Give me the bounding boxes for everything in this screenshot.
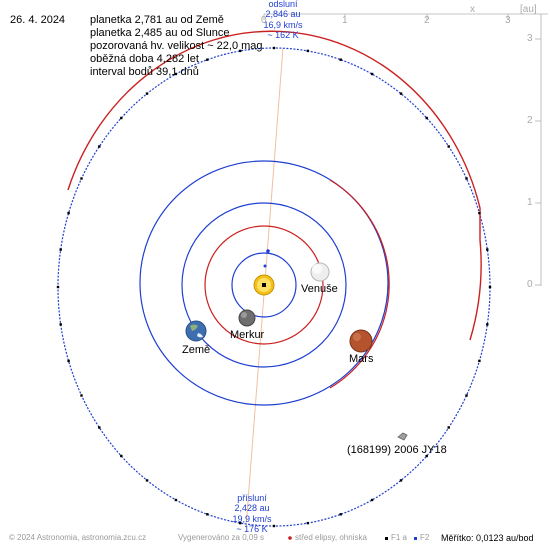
asteroid-position-dot xyxy=(488,285,492,289)
x-axis-label: x xyxy=(470,4,475,15)
asteroid-position-dot xyxy=(174,498,178,502)
legend-f2-label: F2 xyxy=(420,533,430,542)
mercury-label: Merkur xyxy=(230,329,265,341)
asteroid-position-dot xyxy=(80,177,83,180)
info-line-sun-distance: planetka 2,485 au od Slunce xyxy=(90,27,230,39)
asteroid-position-dot xyxy=(425,116,428,120)
asteroid-position-dot xyxy=(120,116,123,120)
x-tick-3: 3 xyxy=(505,15,511,26)
venus-label: Venuše xyxy=(301,283,338,295)
footer-copyright: © 2024 Astronomia, astronomia.zcu.cz xyxy=(9,533,147,542)
x-tick-0: 0 xyxy=(261,15,267,26)
asteroid-position-dot xyxy=(306,49,309,53)
venus-planet xyxy=(310,262,330,282)
venus-orbit xyxy=(204,225,324,345)
perihelion-temperature: ~ 176 K xyxy=(236,524,268,534)
axes xyxy=(263,13,548,286)
asteroid-position-dot xyxy=(80,394,83,397)
info-line-period: oběžná doba 4,282 let xyxy=(90,53,199,65)
asteroid-position-dot xyxy=(478,359,481,363)
info-line-earth-distance: planetka 2,781 au od Země xyxy=(90,14,224,26)
aphelion-distance: 2,846 au xyxy=(265,9,301,19)
asteroid-position-dot xyxy=(59,323,62,326)
mercury-planet xyxy=(238,309,256,327)
asteroid-position-dot xyxy=(145,92,149,95)
asteroid-position-dot xyxy=(465,394,468,397)
asteroid-position-dot xyxy=(447,426,450,429)
asteroid-position-dot xyxy=(206,58,209,61)
asteroid-position-dot xyxy=(59,248,62,251)
asteroid-position-dot xyxy=(145,479,149,482)
y-tick-0: 0 xyxy=(527,279,533,290)
mars-orbit xyxy=(139,160,389,406)
mars-label: Mars xyxy=(349,353,374,365)
legend-f2-dot xyxy=(414,537,417,540)
asteroid-position-dot xyxy=(239,521,242,525)
asteroid-orbit-above xyxy=(67,30,482,341)
focus-f2-mark xyxy=(263,264,267,268)
asteroid-position-dot xyxy=(272,524,276,528)
asteroid-position-dot xyxy=(98,145,101,148)
perihelion-title: přísluní xyxy=(237,493,267,503)
asteroid-position-dot xyxy=(425,454,428,458)
asteroid-position-dot xyxy=(174,72,178,76)
date-label: 26. 4. 2024 xyxy=(10,14,66,26)
asteroid-position-dot xyxy=(486,248,489,251)
y-tick-2: 2 xyxy=(527,115,533,126)
mars-orbit-above-ecliptic xyxy=(329,179,390,389)
asteroid-position-dot xyxy=(56,285,60,289)
asteroid-position-dot xyxy=(206,513,209,516)
perihelion-speed: 19,9 km/s xyxy=(232,514,272,524)
asteroid-position-dot xyxy=(120,454,123,458)
earth-orbit xyxy=(181,202,347,368)
asteroid-position-dot xyxy=(239,49,242,53)
y-tick-1: 1 xyxy=(527,197,533,208)
asteroid-position-dot xyxy=(399,92,403,95)
x-tick-2: 2 xyxy=(424,15,430,26)
legend-center-dot xyxy=(288,536,292,540)
asteroid-position-dot xyxy=(67,211,70,215)
asteroid-position-dot xyxy=(447,145,450,148)
asteroid-position-dot xyxy=(272,46,276,50)
legend-f1-dot xyxy=(385,537,388,540)
asteroid-position-dot xyxy=(399,479,403,482)
aphelion-title: odsluní xyxy=(268,0,298,9)
earth-planet xyxy=(185,320,207,342)
info-line-magnitude: pozorovaná hv. velikost ~ 22,0 mag xyxy=(90,40,263,52)
x-tick-1: 1 xyxy=(342,15,348,26)
info-line-interval: interval bodů 39,1 dnů xyxy=(90,66,199,78)
asteroid-label: (168199) 2006 JY18 xyxy=(347,444,447,456)
asteroid-position-dot xyxy=(339,513,342,516)
asteroid-position-dot xyxy=(67,359,70,363)
footer-generated: Vygenerováno za 0,09 s xyxy=(178,533,264,542)
ellipse-center-mark xyxy=(266,249,270,253)
y-tick-3: 3 xyxy=(527,33,533,44)
asteroid-positions xyxy=(56,46,492,528)
asteroid xyxy=(397,432,408,441)
asteroid-position-dot xyxy=(306,521,309,525)
asteroid-position-dot xyxy=(486,323,489,326)
legend-center-label: střed elipsy, ohniska xyxy=(295,533,367,542)
axis-unit: [au] xyxy=(520,4,537,15)
asteroid-position-dot xyxy=(98,426,101,429)
asteroid-position-dot xyxy=(370,72,374,76)
asteroid-position-dot xyxy=(465,177,468,180)
footer-scale: Měřítko: 0,0123 au/bod xyxy=(441,533,534,543)
perihelion-distance: 2,428 au xyxy=(234,503,270,513)
legend-f1-label: F1 a xyxy=(391,533,408,542)
asteroid-position-dot xyxy=(370,498,374,502)
aphelion-temperature: ~ 162 K xyxy=(267,30,299,40)
asteroid-position-dot xyxy=(339,58,342,61)
asteroid-position-dot xyxy=(478,211,481,215)
mars-planet xyxy=(349,329,373,353)
earth-label: Země xyxy=(182,344,211,356)
sun xyxy=(253,274,275,296)
mercury-orbit xyxy=(231,252,297,318)
aphelion-speed: 16,9 km/s xyxy=(263,20,303,30)
